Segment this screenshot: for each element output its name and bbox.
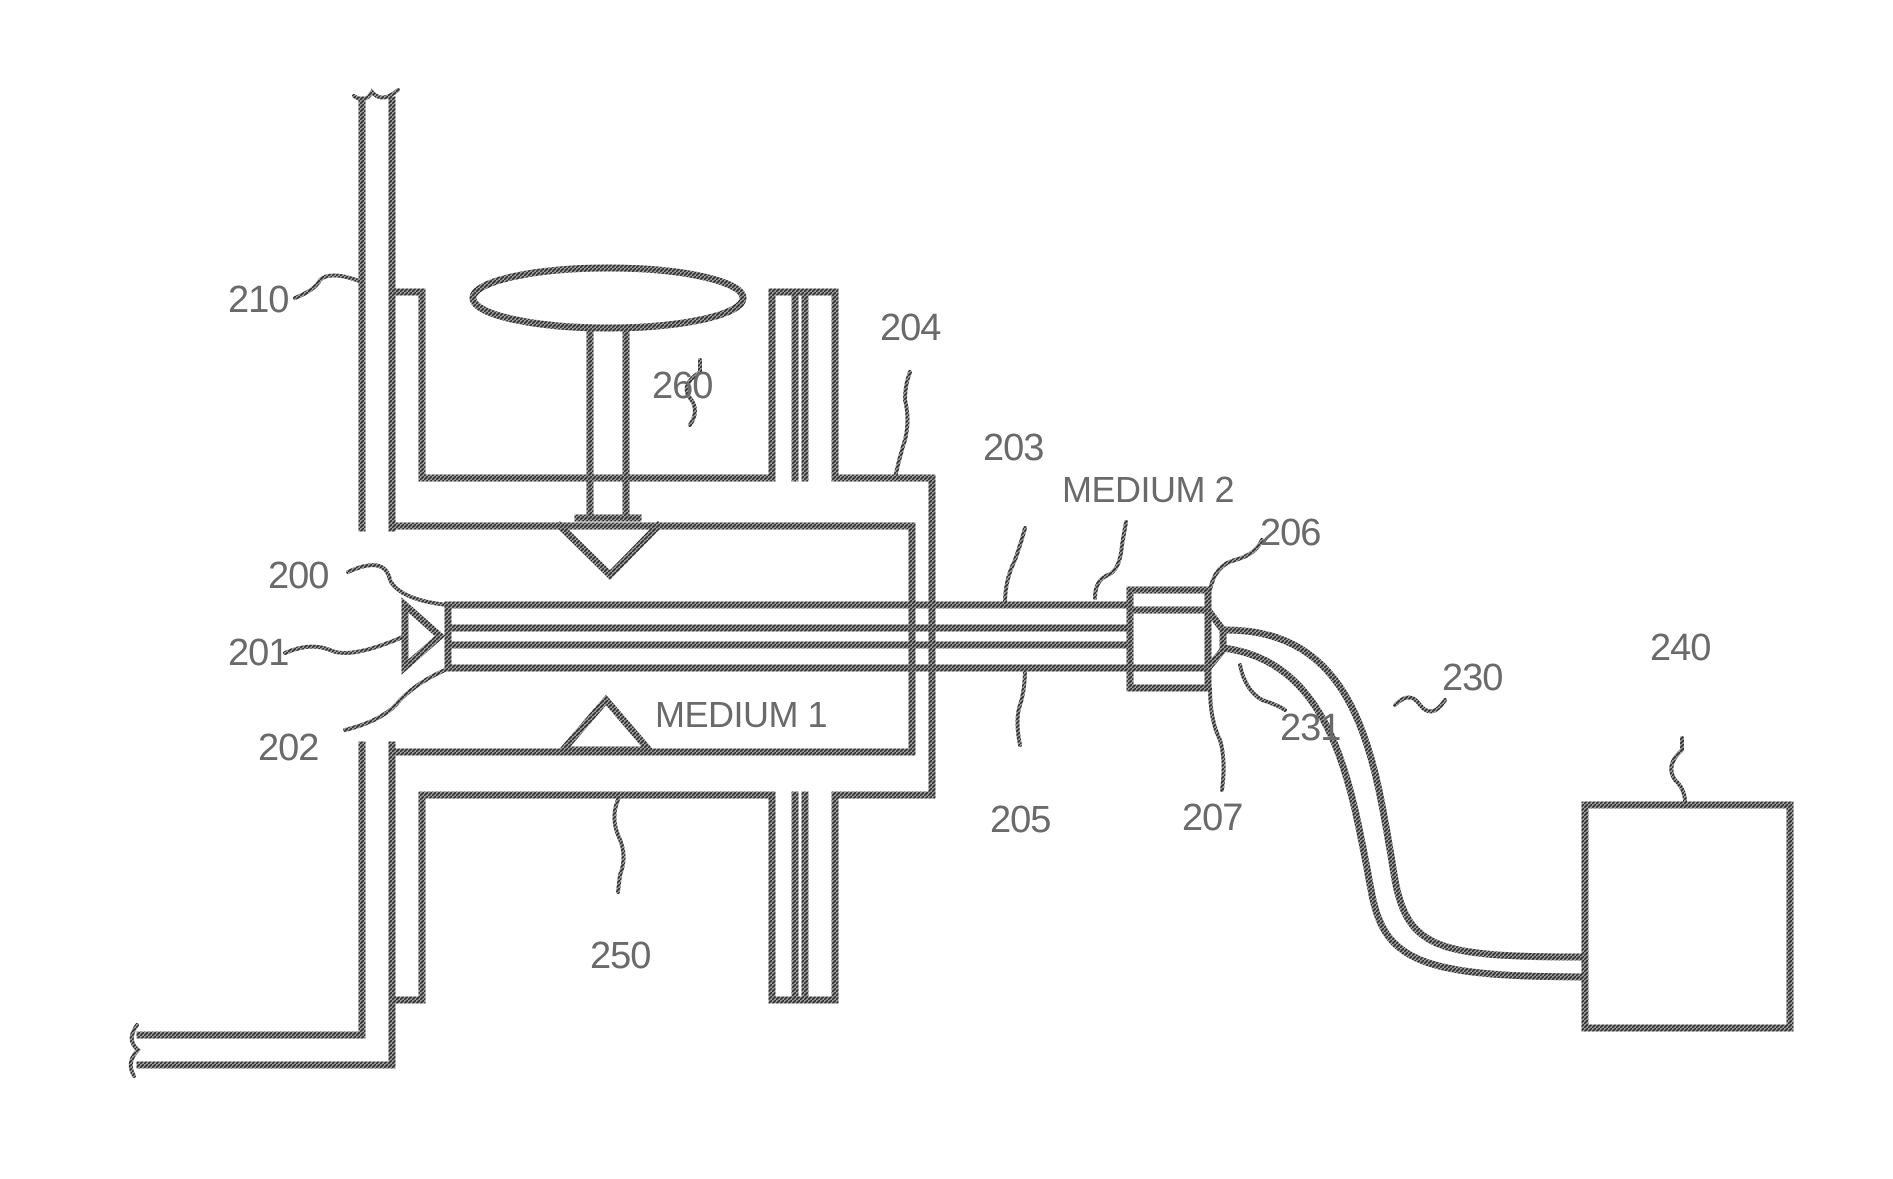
label-200: 200 — [268, 555, 328, 597]
label-250: 250 — [590, 935, 650, 977]
device-box — [1585, 805, 1790, 1028]
fiber-assembly — [405, 605, 1130, 668]
medium-1-indicator: MEDIUM 1 — [563, 694, 827, 750]
vertical-pipe — [131, 90, 398, 1076]
label-202: 202 — [258, 727, 318, 769]
inner-chamber — [392, 526, 912, 752]
label-231: 231 — [1280, 707, 1340, 749]
leader-lines — [285, 275, 1685, 892]
label-201: 201 — [228, 632, 288, 674]
label-205: 205 — [990, 799, 1050, 841]
label-230: 230 — [1442, 657, 1502, 699]
label-203: 203 — [983, 427, 1043, 469]
label-260: 260 — [652, 365, 712, 407]
fiber-connector — [1130, 590, 1223, 688]
cable — [1223, 630, 1585, 977]
label-204: 204 — [880, 307, 941, 349]
label-210: 210 — [228, 279, 288, 321]
label-240: 240 — [1650, 627, 1710, 669]
label-206: 206 — [1260, 512, 1320, 554]
label-207: 207 — [1182, 797, 1242, 839]
medium-1-label: MEDIUM 1 — [655, 694, 827, 735]
medium-2-label: MEDIUM 2 — [1062, 469, 1234, 510]
